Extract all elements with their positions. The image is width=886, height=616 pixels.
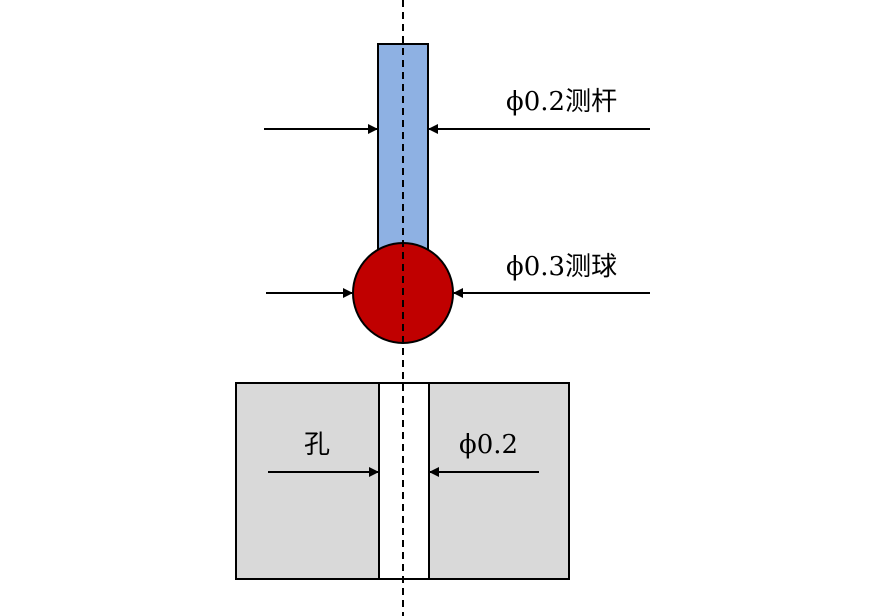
hole-label: 孔 bbox=[304, 430, 330, 460]
hole-diameter-label: ϕ0.2 bbox=[459, 430, 518, 460]
ball-label: ϕ0.3测球 bbox=[506, 252, 617, 282]
stem-label: ϕ0.2测杆 bbox=[506, 87, 617, 117]
